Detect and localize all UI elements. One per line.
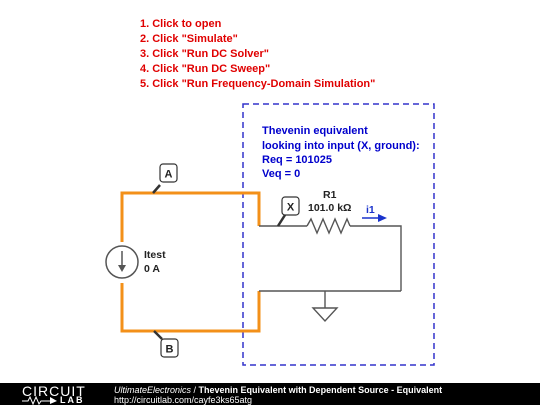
circuit-attribution: UltimateElectronics / Thevenin Equivalen… (114, 385, 442, 395)
source-name-label: Itest (144, 249, 166, 261)
footer-bar: CIRCUIT LAB UltimateElectronics / Theven… (0, 383, 540, 405)
annotation-line-1: Thevenin equivalent (262, 125, 368, 137)
node-flag-b[interactable]: B (153, 330, 179, 358)
current-source-itest[interactable] (105, 245, 139, 279)
test-loop-wires (120, 191, 261, 333)
node-x-box (281, 196, 300, 216)
instruction-3: 3. Click "Run DC Solver" (140, 48, 270, 60)
instruction-list: 1. Click to open 2. Click "Simulate" 3. … (140, 17, 375, 92)
logo-waveform-icon (22, 396, 57, 405)
circuit-title-link[interactable]: Thevenin Equivalent with Dependent Sourc… (198, 385, 443, 395)
node-b-leader (153, 330, 163, 340)
node-flag-a[interactable]: A (152, 163, 178, 194)
node-a-leader (152, 184, 161, 194)
node-x-label: X (287, 202, 295, 214)
attribution-separator: / (191, 385, 199, 395)
source-value-label: 0 A (144, 263, 160, 275)
node-x-leader (276, 214, 287, 227)
logo-text-lab: LAB (60, 395, 85, 405)
instruction-4: 4. Click "Run DC Sweep" (140, 63, 271, 75)
circuit-wires (259, 225, 402, 308)
current-arrow-i1 (362, 214, 387, 222)
circuitlab-logo[interactable]: CIRCUIT LAB (22, 383, 114, 405)
thevenin-annotation: Thevenin equivalent looking into input (… (262, 125, 420, 180)
node-a-box (159, 163, 178, 183)
node-flag-x[interactable]: X (276, 196, 300, 227)
current-arrow-head (378, 214, 387, 222)
thevenin-boundary-box (242, 103, 435, 366)
ground-symbol[interactable] (311, 307, 339, 323)
resistor-name-label: R1 (323, 189, 337, 201)
instruction-5: 5. Click "Run Frequency-Domain Simulatio… (140, 78, 376, 90)
source-arrow-head (118, 265, 126, 272)
annotation-line-3: Req = 101025 (262, 154, 332, 166)
instruction-2: 2. Click "Simulate" (140, 33, 238, 45)
resistor-r1[interactable] (306, 217, 351, 235)
node-a-label: A (165, 169, 173, 181)
wire-r1-to-right (350, 225, 402, 291)
instruction-1: 1. Click to open (140, 18, 222, 30)
current-label-i1: i1 (366, 204, 375, 216)
bottom-wire (120, 283, 261, 333)
top-wire (120, 191, 261, 242)
node-b-box (160, 338, 179, 358)
schematic-canvas[interactable]: Thevenin equivalent looking into input (… (0, 0, 540, 383)
logo-text-circuit: CIRCUIT (22, 383, 86, 399)
node-b-label: B (166, 344, 174, 356)
circuit-url-link[interactable]: http://circuitlab.com/cayfe3ks65atg (114, 395, 253, 405)
resistor-value-label: 101.0 kΩ (308, 202, 351, 214)
annotation-line-2: looking into input (X, ground): (262, 140, 420, 152)
author-link[interactable]: UltimateElectronics (114, 385, 192, 395)
annotation-line-4: Veq = 0 (262, 168, 300, 180)
